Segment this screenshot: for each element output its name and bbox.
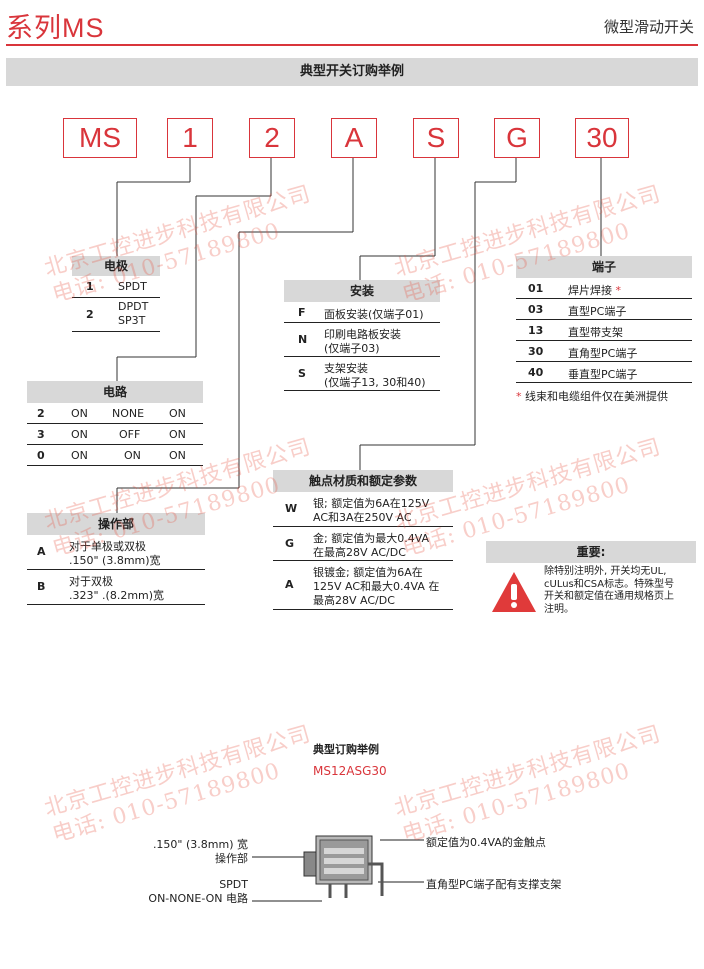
table-row: W 银; 额定值为6A在125V AC和3A在250V AC — [273, 492, 453, 527]
example-title: 典型订购举例 — [313, 743, 379, 756]
callout-circuit: SPDT ON-NONE-ON 电路 — [148, 878, 248, 905]
contact-header: 触点材质和额定参数 — [273, 470, 453, 492]
table-row: 2 ON NONE ON — [27, 403, 203, 424]
example-code: MS12ASG30 — [313, 764, 387, 778]
table-row: 1 SPDT — [72, 276, 160, 298]
code-box-terminals: 30 — [575, 118, 629, 158]
warning-icon — [492, 572, 536, 612]
table-row: A 对于单极或双极 .150" (3.8mm)宽 — [27, 535, 205, 570]
table-row: 2 DPDT SP3T — [72, 298, 160, 332]
mounting-table: 安装 F 面板安装(仅端子01) N 印刷电路板安装 (仅端子03) S 支架安… — [284, 280, 440, 391]
table-row: S 支架安装 (仅端子13, 30和40) — [284, 357, 440, 391]
terminals-header: 端子 — [516, 256, 692, 278]
callout-terminal: 直角型PC端子配有支撑支架 — [426, 878, 562, 891]
table-row: 03 直型PC端子 — [516, 299, 692, 320]
terminals-table: 端子 01 焊片焊接 * 03 直型PC端子 13 直型带支架 30 直角型PC… — [516, 256, 692, 383]
code-box-mounting: S — [413, 118, 459, 158]
table-row: 0 ON ON ON — [27, 445, 203, 466]
table-row: 13 直型带支架 — [516, 320, 692, 341]
actuator-header: 操作部 — [27, 513, 205, 535]
series-title: 系列MS — [6, 13, 105, 43]
table-row: 01 焊片焊接 * — [516, 278, 692, 299]
code-box-poles: 1 — [167, 118, 213, 158]
poles-header: 电极 — [72, 256, 160, 276]
important-header: 重要: — [486, 541, 696, 563]
table-row: 40 垂直型PC端子 — [516, 362, 692, 383]
code-box-series: MS — [63, 118, 137, 158]
table-row: 30 直角型PC端子 — [516, 341, 692, 362]
terminals-note: * 线束和电缆组件仅在美洲提供 — [516, 390, 668, 403]
code-box-circuit: 2 — [249, 118, 295, 158]
circuit-table: 电路 2 ON NONE ON 3 ON OFF ON 0 ON ON ON — [27, 381, 203, 466]
contact-table: 触点材质和额定参数 W 银; 额定值为6A在125V AC和3A在250V AC… — [273, 470, 453, 610]
table-row: A 银镀金; 额定值为6A在 125V AC和最大0.4VA 在 最高28V A… — [273, 561, 453, 610]
switch-illustration — [252, 835, 424, 902]
table-row: F 面板安装(仅端子01) — [284, 302, 440, 323]
code-box-contact: G — [494, 118, 540, 158]
asterisk-mark: * — [615, 284, 622, 297]
important-text: 除特别注明外, 开关均无UL, cULus和CSA标志。特殊型号 开关和额定值在… — [544, 566, 675, 615]
table-row: N 印刷电路板安装 (仅端子03) — [284, 323, 440, 357]
table-row: 3 ON OFF ON — [27, 424, 203, 445]
poles-table: 电极 1 SPDT 2 DPDT SP3T — [72, 256, 160, 332]
category-title: 微型滑动开关 — [603, 18, 694, 36]
table-row: G 金; 额定值为最大0.4VA 在最高28V AC/DC — [273, 527, 453, 561]
code-box-actuator: A — [331, 118, 377, 158]
callout-contact: 额定值为0.4VA的金触点 — [426, 836, 546, 849]
header-rule — [6, 44, 698, 46]
callout-actuator: .150" (3.8mm) 宽 操作部 — [152, 838, 248, 865]
ordering-banner: 典型开关订购举例 — [6, 58, 698, 86]
table-row: B 对于双极 .323" .(8.2mm)宽 — [27, 570, 205, 605]
actuator-table: 操作部 A 对于单极或双极 .150" (3.8mm)宽 B 对于双极 .323… — [27, 513, 205, 605]
circuit-header: 电路 — [27, 381, 203, 403]
mounting-header: 安装 — [284, 280, 440, 302]
